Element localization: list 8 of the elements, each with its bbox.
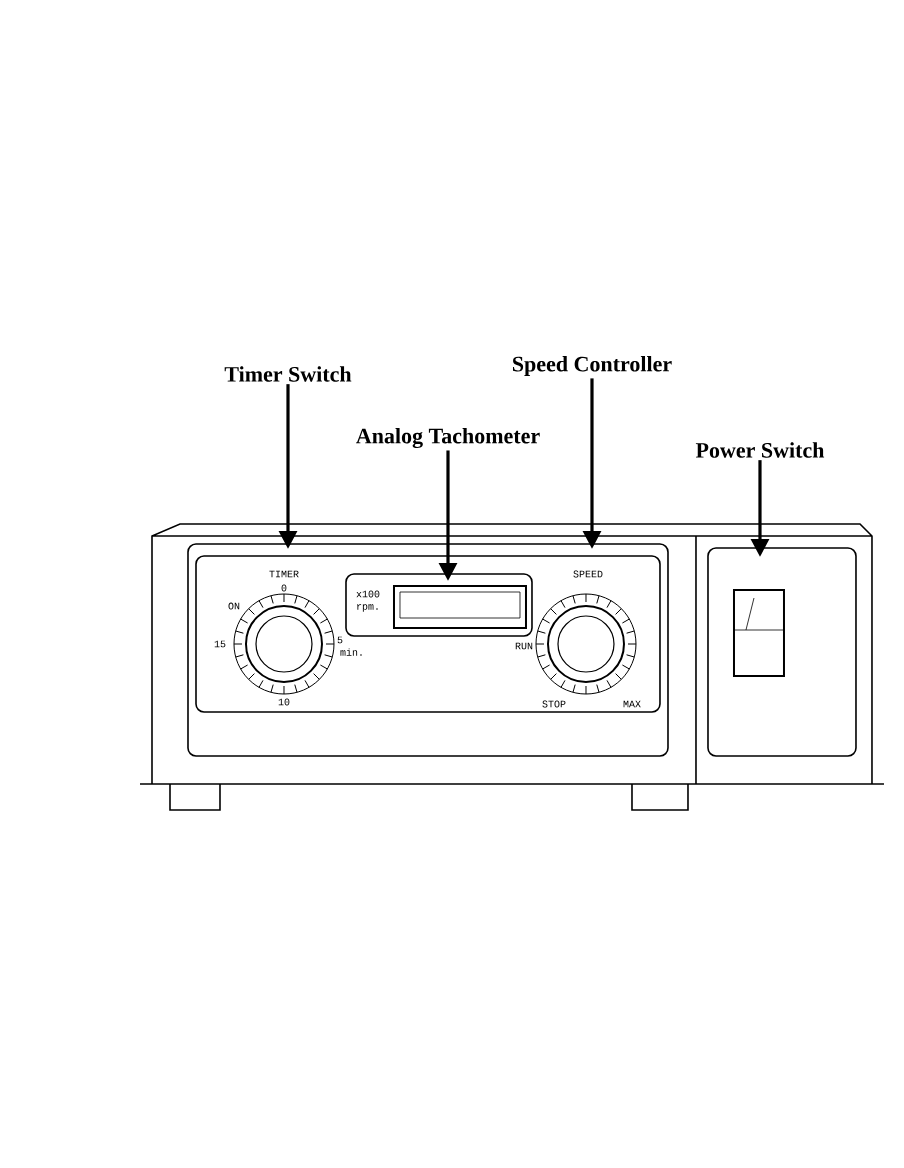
callout-label: Speed Controller — [513, 356, 672, 376]
callout-label: Analog Tachometer — [356, 427, 540, 449]
knob — [547, 605, 625, 683]
display-window — [393, 585, 527, 629]
rocker-switch — [733, 589, 785, 677]
knob — [245, 605, 323, 683]
callout-label: Timer Switch — [224, 366, 352, 382]
callout-label: Power Switch — [695, 442, 825, 458]
